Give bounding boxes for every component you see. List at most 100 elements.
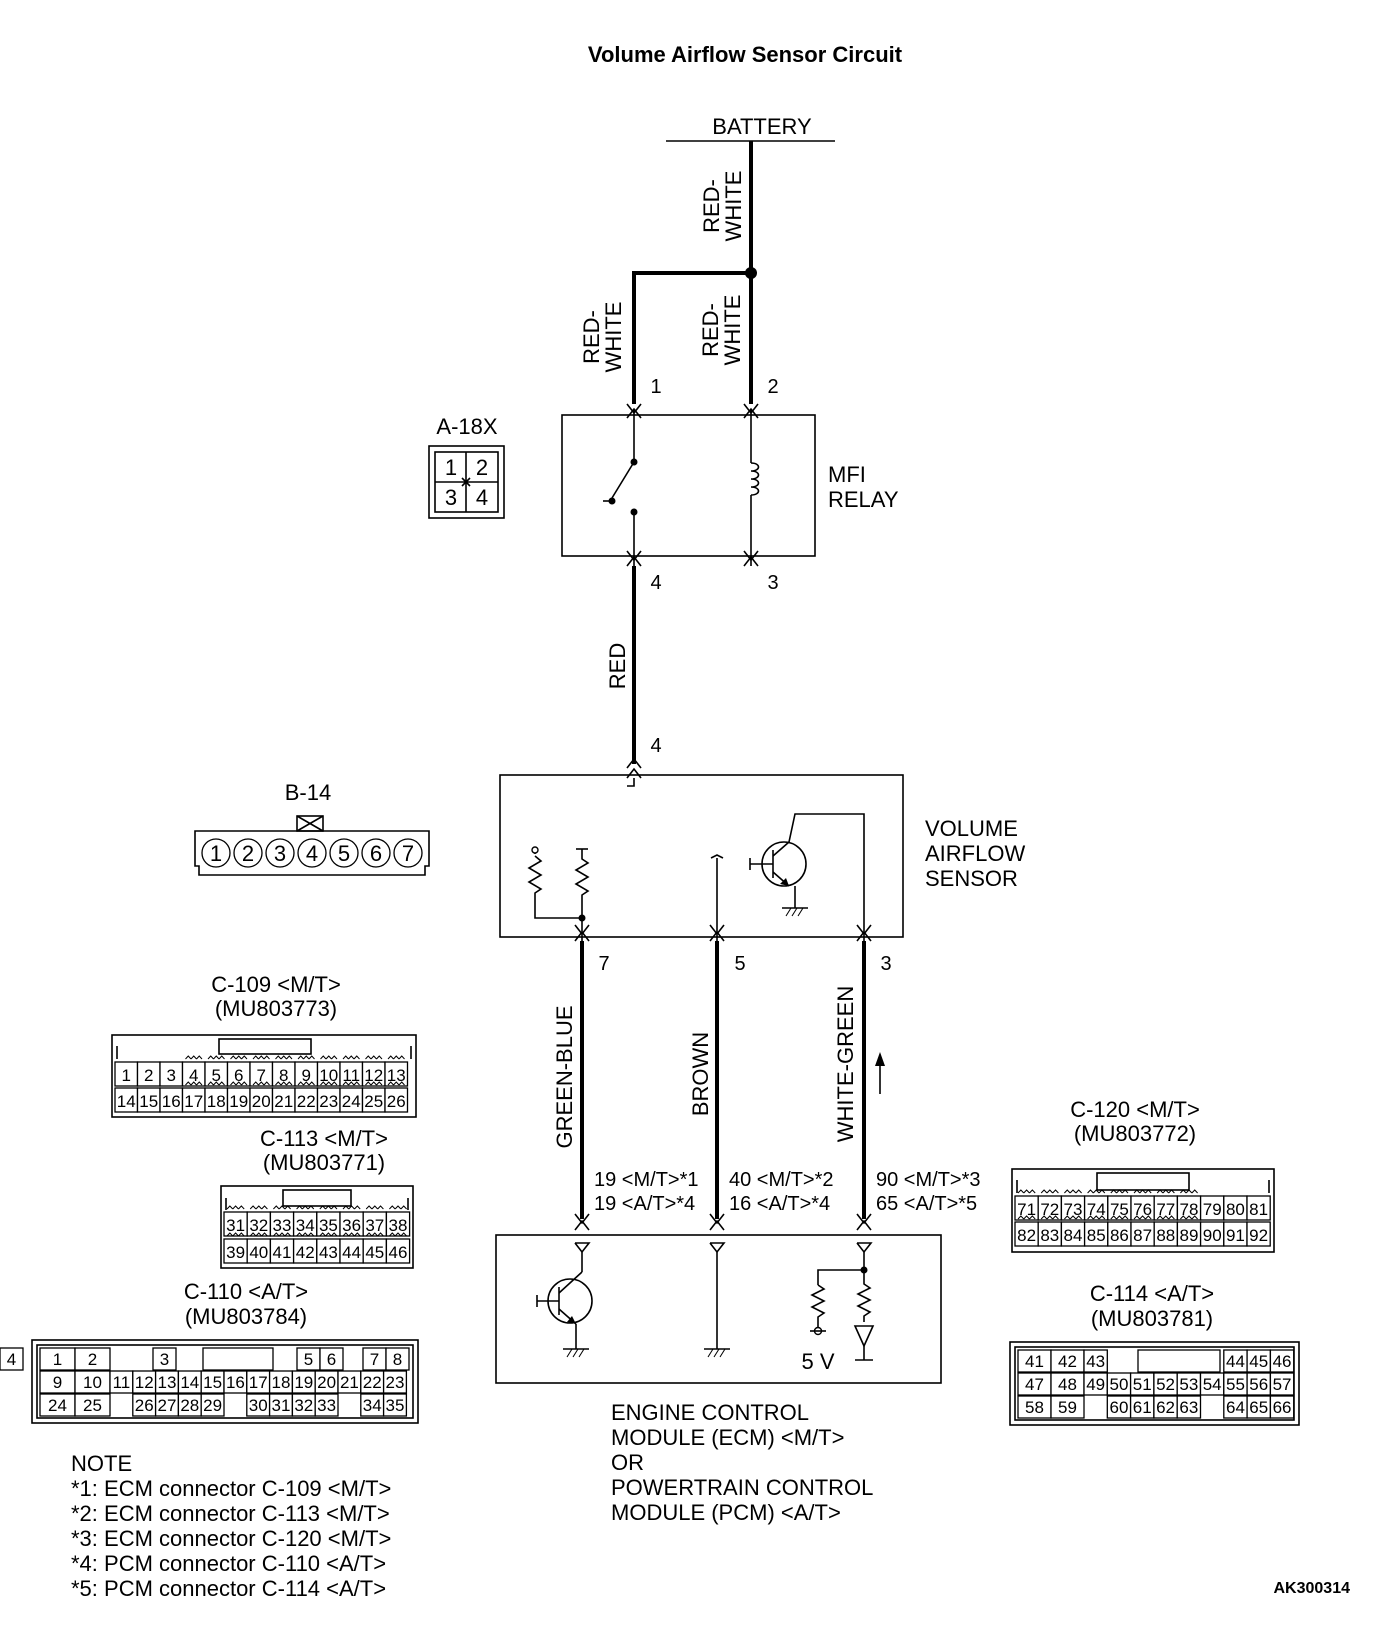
c114-pin: 63 [1179, 1398, 1198, 1417]
c113-hatch [319, 1232, 326, 1237]
c120-pin: 86 [1110, 1226, 1129, 1245]
c113-hatch [284, 1205, 291, 1210]
c113-hatch [232, 1232, 239, 1237]
c114-pin: 56 [1249, 1375, 1268, 1394]
c120-hatch [1087, 1215, 1094, 1220]
c109-hatch [235, 1055, 242, 1060]
ecm-pin-white-green-at: 65 <A/T>*5 [876, 1193, 977, 1215]
sensor-connector-cell [329, 838, 359, 868]
c114-pin: 47 [1025, 1375, 1044, 1394]
c110-pin: 9 [53, 1373, 62, 1392]
c120-pin: 72 [1040, 1200, 1059, 1219]
c113-hatch [249, 1205, 257, 1210]
c120-pin: 78 [1180, 1200, 1199, 1219]
c110-pin: 8 [393, 1350, 402, 1369]
c114-pin: 44 [1226, 1352, 1245, 1371]
c113-pin: 45 [365, 1243, 384, 1262]
connector-c109-name: C-109 <M/T> [211, 972, 341, 997]
c113-pin: 46 [389, 1243, 408, 1262]
c120-hatch [1162, 1189, 1170, 1194]
c120-pin: 71 [1017, 1200, 1036, 1219]
c120-hatch [1087, 1189, 1094, 1194]
c110-pin: 24 [48, 1396, 67, 1415]
c120-hatch [1139, 1189, 1146, 1194]
ecm-name-line3: OR [611, 1450, 644, 1475]
c120-hatch [1168, 1215, 1175, 1220]
c120-hatch [1064, 1189, 1071, 1194]
c114-pin: 53 [1179, 1375, 1198, 1394]
c120-hatch [1156, 1189, 1164, 1194]
c113-hatch [301, 1232, 309, 1237]
relay-pin-2: 2 [767, 376, 778, 398]
sensor-name-line1: VOLUME [925, 816, 1018, 841]
c109-pin: 18 [207, 1092, 226, 1111]
ecm-pin-white-green-mt: 90 <M/T>*3 [876, 1169, 981, 1191]
c109-hatch [218, 1055, 225, 1060]
c120-pin: 85 [1087, 1226, 1106, 1245]
sensor-connector-cell [361, 838, 391, 868]
c113-hatch [330, 1232, 338, 1237]
c120-hatch [1180, 1215, 1187, 1220]
c120-hatch [1110, 1189, 1117, 1194]
c109-pin: 12 [364, 1066, 383, 1085]
c109-hatch [235, 1081, 242, 1086]
c113-pin: 41 [273, 1243, 292, 1262]
c113-hatch [371, 1205, 379, 1210]
c113-hatch [377, 1205, 384, 1210]
connector-c109-part: (MU803773) [215, 996, 337, 1021]
c120-hatch [1133, 1215, 1141, 1220]
c114-pin: 66 [1273, 1398, 1292, 1417]
c120-hatch [1040, 1215, 1048, 1220]
c110-pin: 19 [294, 1373, 313, 1392]
c113-pin: 42 [296, 1243, 315, 1262]
c109-hatch [393, 1055, 400, 1060]
c109-hatch [275, 1081, 282, 1086]
c114-pin: 64 [1226, 1398, 1245, 1417]
c120-hatch [1098, 1215, 1106, 1220]
c110-pin: 31 [272, 1396, 291, 1415]
c110-pin: 22 [363, 1373, 382, 1392]
c120-pin: 91 [1226, 1226, 1245, 1245]
c110-pin: 27 [158, 1396, 177, 1415]
battery: BATTERY [666, 114, 835, 142]
c113-hatch [238, 1232, 245, 1237]
c110-pin: 7 [370, 1350, 379, 1369]
volume-airflow-sensor [499, 757, 904, 948]
c113-hatch [348, 1232, 355, 1237]
sensor-connector-pin: 4 [306, 841, 318, 866]
c113-pin: 43 [319, 1243, 338, 1262]
c109-hatch [342, 1081, 349, 1086]
wire-label-white-green: WHITE-GREEN [833, 986, 858, 1142]
c114-cell [1269, 1349, 1295, 1373]
sensor-name-line2: AIRFLOW [925, 841, 1025, 866]
c113-hatch [273, 1232, 280, 1237]
wire-label-battery-line2: WHITE [721, 171, 746, 242]
c109-hatch [263, 1055, 270, 1060]
c109-hatch [252, 1055, 259, 1060]
c110-pin: 26 [135, 1396, 154, 1415]
c109-hatch [365, 1081, 372, 1086]
c109-pin: 23 [319, 1092, 338, 1111]
c120-hatch [1116, 1215, 1123, 1220]
c113-cell [385, 1211, 411, 1237]
c110-pin: 6 [327, 1350, 336, 1369]
c113-hatch [238, 1205, 245, 1210]
c114-pin: 41 [1025, 1352, 1044, 1371]
c109-hatch [348, 1081, 355, 1086]
c113-hatch [226, 1205, 234, 1210]
c110-cell [382, 1370, 408, 1394]
c120-hatch [1075, 1215, 1082, 1220]
c110-cell [382, 1393, 408, 1417]
c109-cell [384, 1087, 409, 1113]
c109-hatch [252, 1081, 259, 1086]
c109-pin: 14 [117, 1092, 136, 1111]
c114-pin: 42 [1058, 1352, 1077, 1371]
wire-label-relay-pin2-line1: RED- [698, 303, 723, 357]
ecm-name-line2: MODULE (ECM) <M/T> [611, 1425, 844, 1450]
c120-hatch [1116, 1189, 1123, 1194]
c120-hatch [1040, 1189, 1048, 1194]
c114-pin: 48 [1058, 1375, 1077, 1394]
